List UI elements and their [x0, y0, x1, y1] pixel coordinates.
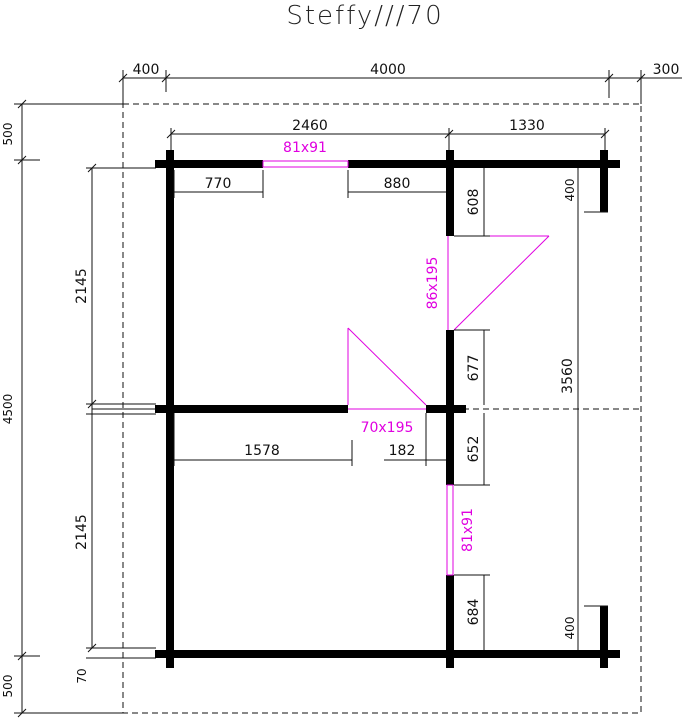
plan-title: Steffy///70 — [286, 1, 443, 31]
inner-door-dimensions: 1578 182 — [173, 413, 446, 466]
wall-center-mid — [446, 330, 454, 485]
dim-inner-top-right: 1330 — [509, 118, 545, 134]
dim-right-total: 3560 — [560, 358, 576, 394]
wall-center-top — [446, 150, 454, 236]
wall-center-bottom — [446, 575, 454, 668]
door-right-swing — [453, 235, 550, 331]
walls — [92, 150, 620, 668]
dim-left-total: 4500 — [1, 394, 15, 425]
dim-inner-top-left: 2460 — [292, 118, 328, 134]
wall-top-left — [155, 160, 263, 168]
window-right-label: 81x91 — [460, 508, 476, 552]
dim-window-offset-left: 770 — [205, 176, 232, 192]
post-bottom-right — [600, 606, 608, 668]
dim-left-top: 500 — [1, 123, 15, 146]
dim-window-offset-right: 880 — [384, 176, 411, 192]
dim-door-bottom-offset: 677 — [466, 355, 482, 382]
dim-top-middle: 4000 — [370, 62, 406, 78]
porch-dimensions: 400 3560 400 — [560, 168, 579, 650]
door-inner-swing — [347, 327, 427, 406]
dim-left-small: 70 — [75, 668, 89, 683]
dim-top-left: 400 — [133, 62, 160, 78]
window-top — [262, 160, 349, 168]
dim-inner-door-right: 182 — [389, 443, 416, 459]
door-inner-label: 70x195 — [361, 420, 414, 436]
dim-lower-window-top: 652 — [466, 436, 482, 463]
inner-top-dimension: 2460 1330 — [166, 118, 610, 150]
dim-inner-door-left: 1578 — [244, 443, 280, 459]
dim-top-right: 300 — [653, 62, 680, 78]
post-top-right — [600, 150, 608, 212]
dim-door-top-offset: 608 — [466, 189, 482, 216]
wall-bottom — [155, 650, 620, 658]
window-top-label: 81x91 — [283, 140, 327, 156]
dim-left-bottom: 500 — [1, 675, 15, 698]
top-dimension: 400 4000 300 — [118, 62, 682, 104]
outer-boundary — [122, 103, 642, 714]
dim-left-upper: 2145 — [74, 268, 90, 304]
window-offset-dimensions: 770 880 — [173, 170, 446, 198]
dim-lower-window-bottom: 684 — [466, 599, 482, 626]
openings: 81x91 86x195 70x195 81x91 — [262, 140, 550, 576]
wall-top-right — [348, 160, 620, 168]
window-right — [446, 484, 454, 576]
dim-porch-bottom: 400 — [563, 617, 577, 640]
center-wall-dimensions: 608 677 652 684 — [454, 168, 490, 650]
dim-left-lower: 2145 — [74, 514, 90, 550]
wall-middle-left — [155, 405, 348, 413]
dim-porch-top: 400 — [563, 179, 577, 202]
left-dimensions: 500 4500 500 2145 2145 70 — [1, 99, 156, 718]
door-right-label: 86x195 — [425, 257, 441, 310]
